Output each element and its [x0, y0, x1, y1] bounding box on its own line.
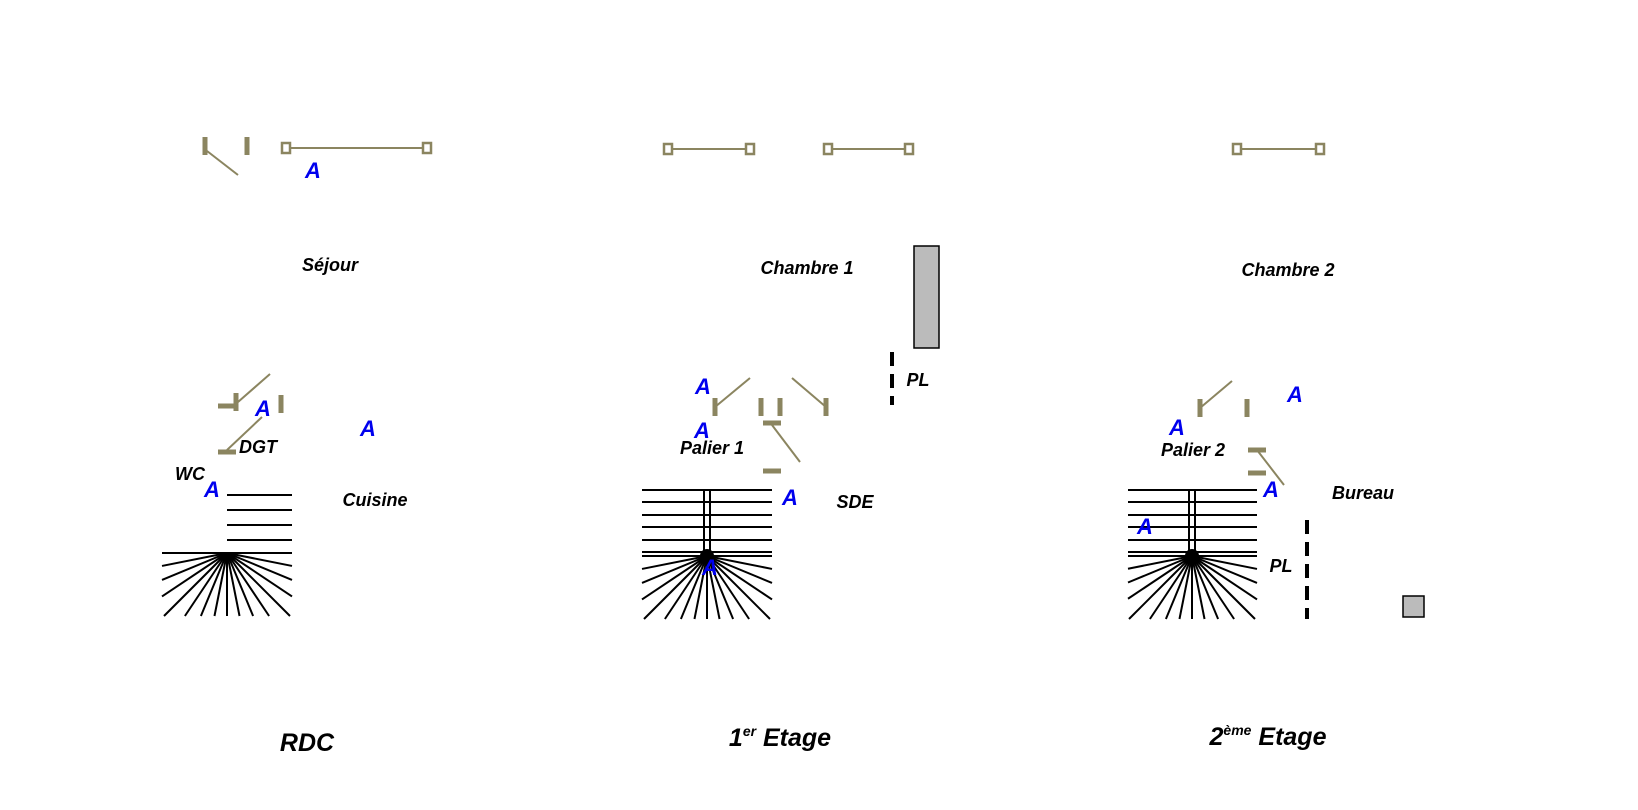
stair-winder-line: [706, 555, 773, 584]
door-swing: [771, 424, 801, 463]
marker-a: A: [1136, 514, 1153, 539]
room-label-pl: PL: [1269, 556, 1292, 576]
room-label-cuisine: Cuisine: [342, 490, 407, 510]
stair-winder-line: [706, 555, 773, 570]
closet-block: [913, 245, 940, 349]
window-frame: [280, 141, 292, 155]
stair-winder-line: [226, 552, 293, 567]
window-frame: [903, 142, 915, 156]
door-swing: [206, 150, 239, 176]
stair-winder-line: [693, 555, 708, 620]
stair-winder-line: [706, 555, 773, 601]
stair-winder-line: [226, 552, 241, 617]
stair-winder-line: [1191, 555, 1220, 620]
marker-a: A: [694, 374, 711, 399]
stair-winder-line: [161, 552, 228, 581]
stair-winder-line: [706, 555, 750, 620]
stair-winder-line: [641, 555, 708, 601]
marker-a: A: [1262, 477, 1279, 502]
room-label-pl: PL: [906, 370, 929, 390]
room-label-bureau: Bureau: [1332, 483, 1394, 503]
stair-winder-line: [643, 555, 708, 620]
window-frame: [822, 142, 834, 156]
stair-winder-line: [213, 552, 228, 617]
door-swing: [791, 377, 827, 408]
window-frame: [1231, 142, 1243, 156]
room-label-chambre-1: Chambre 1: [760, 258, 853, 278]
corner-block: [1402, 595, 1425, 618]
stair-winder-line: [163, 552, 228, 617]
door-swing: [714, 377, 751, 408]
stair-winder-line: [226, 552, 293, 581]
stair-winder-line: [664, 555, 708, 620]
window-frame: [662, 142, 674, 156]
stair-winder-line: [706, 555, 721, 620]
plan-title-1er-etage: 1er Etage: [729, 723, 831, 752]
stair-winder-line: [706, 555, 771, 620]
window-frame: [421, 141, 433, 155]
room-label-wc: WC: [175, 464, 206, 484]
stair-winder-line: [641, 555, 708, 570]
door-swing: [226, 416, 263, 451]
stair-winder-line: [226, 552, 291, 617]
stair-winder-line: [1164, 555, 1193, 620]
window-frame: [744, 142, 756, 156]
marker-a: A: [781, 485, 798, 510]
door-swing: [1256, 449, 1285, 486]
room-label-palier-1: Palier 1: [680, 438, 744, 458]
window-frame: [1314, 142, 1326, 156]
door-swing: [1199, 380, 1233, 409]
marker-a: A: [701, 555, 718, 580]
stair-winder-line: [1191, 555, 1258, 584]
stair-winder-line: [1127, 555, 1193, 584]
plan-title-rdc: RDC: [280, 729, 335, 757]
stair-winder-line: [161, 552, 228, 598]
stair-winder-line: [679, 555, 708, 620]
room-label-sejour: Séjour: [302, 255, 359, 275]
stair-winder-line: [1178, 555, 1193, 620]
stair-winder-line: [1191, 555, 1258, 570]
stair-winder-line: [226, 552, 270, 617]
door-swing: [237, 373, 271, 403]
marker-a: A: [1286, 382, 1303, 407]
stair-winder-line: [1191, 555, 1258, 601]
marker-a: A: [359, 416, 376, 441]
room-label-dgt: DGT: [239, 437, 279, 457]
room-label-chambre-2: Chambre 2: [1241, 260, 1334, 280]
plan-title-2eme-etage: 2ème Etage: [1209, 722, 1327, 751]
marker-a: A: [693, 418, 710, 443]
stair-winder-line: [1127, 555, 1193, 570]
stair-winder-line: [226, 552, 293, 598]
stair-winder-line: [641, 555, 708, 584]
stair-winder-line: [706, 555, 735, 620]
room-label-sde: SDE: [836, 492, 874, 512]
stair-winder-line: [226, 552, 255, 617]
plan-2eme-etage: Chambre 2 Palier 2 Bureau PL 2ème Etage …: [1127, 142, 1425, 751]
stair-winder-line: [1149, 555, 1193, 620]
plan-rdc: Séjour DGT WC Cuisine A A A A RDC: [161, 137, 433, 757]
marker-a: A: [254, 396, 271, 421]
stair-winder-line: [184, 552, 228, 617]
stair-winder-line: [161, 552, 228, 567]
marker-a: A: [304, 158, 321, 183]
stair-winder-line: [199, 552, 228, 617]
stair-winder-line: [1191, 555, 1206, 620]
marker-a: A: [203, 477, 220, 502]
marker-a: A: [1168, 415, 1185, 440]
stair-winder-line: [1191, 555, 1256, 620]
room-label-palier-2: Palier 2: [1161, 440, 1225, 460]
stair-winder-line: [1128, 555, 1193, 620]
stair-winder-line: [1191, 555, 1235, 620]
stair-winder-line: [1127, 555, 1193, 600]
